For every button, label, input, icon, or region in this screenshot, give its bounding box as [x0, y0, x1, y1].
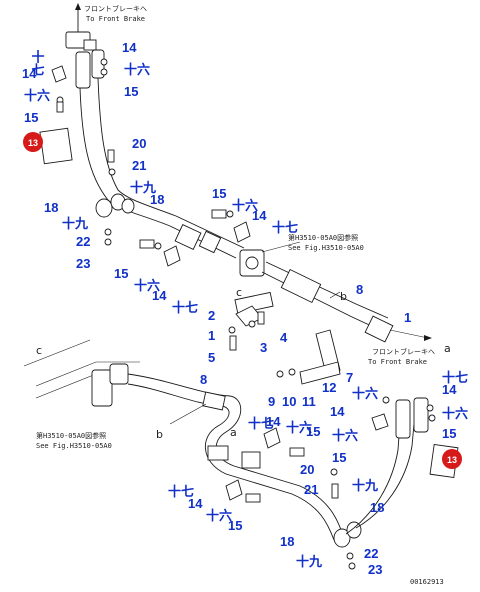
callout-17: 十七	[442, 370, 468, 386]
callout-15: 15	[306, 424, 320, 439]
callout-18: 18	[370, 500, 384, 515]
callout-14: 14	[252, 208, 267, 223]
callout-14: 14	[266, 414, 281, 429]
ref-letter-a-right: a	[444, 342, 451, 355]
callout-17: 十七	[248, 416, 274, 432]
see-fig-note-en-lower: See Fig.H3510-05A0	[36, 442, 112, 450]
callout-15: 15	[124, 84, 138, 99]
frame-outline	[23, 339, 140, 407]
callout-23: 23	[76, 256, 90, 271]
see-fig-note-jp-top: 第H3510-05A0図参照	[288, 233, 358, 242]
callout-17: 十七	[272, 220, 298, 236]
upper-tee-block	[239, 241, 301, 277]
clamp-parts-2-5	[228, 305, 265, 351]
callout-16: 十六	[442, 406, 468, 422]
callout-16: 十六	[286, 420, 312, 436]
callout-17: 十七	[172, 300, 198, 316]
callout-2: 2	[208, 308, 215, 323]
callout-16: 十六	[134, 278, 160, 294]
callout-1: 1	[404, 310, 411, 325]
callout-12: 12	[322, 380, 336, 395]
callout-14: 14	[442, 382, 457, 397]
callout-18: 18	[280, 534, 294, 549]
callout-3: 3	[260, 340, 267, 355]
front-brake-note-jp-right: フロントブレーキへ	[372, 347, 435, 356]
svg-text:13: 13	[447, 455, 457, 465]
callout-19: 十九	[130, 180, 156, 196]
callout-19: 十九	[296, 554, 322, 570]
callout-7: 7	[346, 370, 353, 385]
upper-mid-bolts	[139, 209, 251, 267]
callout-19: 十九	[352, 478, 378, 494]
callout-23: 23	[368, 562, 382, 577]
callout-18: 18	[150, 192, 164, 207]
upper-brake-hose	[39, 77, 177, 227]
callout-10: 10	[282, 394, 296, 409]
callout-8: 8	[200, 372, 207, 387]
callout-14: 14	[330, 404, 345, 419]
callout-11: 11	[302, 394, 316, 409]
part-badge-13-upper: 13	[23, 132, 43, 152]
callout-15: 15	[24, 110, 38, 125]
callout-16: 十六	[124, 62, 150, 78]
callout-9: 9	[268, 394, 275, 409]
drawing-number: 00162913	[410, 578, 444, 586]
main-pipe	[234, 261, 432, 343]
callout-15: 15	[442, 426, 456, 441]
callout-14: 14	[22, 66, 37, 81]
callout-15: 15	[114, 266, 128, 281]
callout-5: 5	[208, 350, 215, 365]
callout-22: 22	[364, 546, 378, 561]
see-fig-note-en-top: See Fig.H3510-05A0	[288, 244, 364, 252]
see-fig-note-jp-lower: 第H3510-05A0図参照	[36, 431, 106, 440]
lower-mid-bolts	[225, 427, 339, 503]
front-brake-note-en-top: To Front Brake	[86, 15, 145, 23]
pipe-bracket	[276, 329, 341, 385]
upper-pipe	[169, 215, 245, 259]
callout-18: 18	[44, 200, 58, 215]
callout-21: 21	[304, 482, 318, 497]
lower-hose-clamp	[333, 521, 362, 570]
callout-4: 4	[280, 330, 288, 345]
upper-small-bolts	[51, 58, 116, 246]
ref-letter-c-upper: c	[236, 286, 242, 299]
callout-8: 8	[356, 282, 363, 297]
ref-letter-c-lower: c	[36, 344, 42, 357]
callout-16: 十六	[352, 386, 378, 402]
callout-16: 十六	[232, 198, 258, 214]
callout-22: 22	[76, 234, 90, 249]
part-badge-13-lower: 13	[442, 449, 462, 469]
callout-15: 15	[228, 518, 242, 533]
ref-letter-b-lower: b	[156, 428, 163, 441]
callout-14: 14	[188, 496, 203, 511]
callout-1: 1	[208, 328, 215, 343]
callout-14: 14	[152, 288, 167, 303]
callout-21: 21	[132, 158, 146, 173]
callout-16: 十六	[206, 508, 232, 524]
callout-17: 十七	[29, 49, 45, 76]
callout-15: 15	[212, 186, 226, 201]
upper-hose-clamp	[95, 193, 135, 218]
callout-14: 14	[122, 40, 137, 55]
lower-brake-pipe	[127, 373, 345, 541]
front-brake-arrow-top	[75, 3, 81, 34]
callout-15: 15	[332, 450, 346, 465]
callout-19: 十九	[62, 216, 88, 232]
callout-20: 20	[300, 462, 314, 477]
callout-16: 十六	[332, 428, 358, 444]
callout-20: 20	[132, 136, 146, 151]
callout-17: 十七	[168, 484, 194, 500]
svg-text:13: 13	[28, 138, 38, 148]
callout-16: 十六	[24, 88, 50, 104]
ref-letter-b-upper: b	[340, 290, 347, 303]
front-brake-note-jp-top: フロントブレーキへ	[84, 4, 147, 13]
front-brake-note-en-right: To Front Brake	[368, 358, 427, 366]
ref-letter-a-lower: a	[230, 426, 237, 439]
